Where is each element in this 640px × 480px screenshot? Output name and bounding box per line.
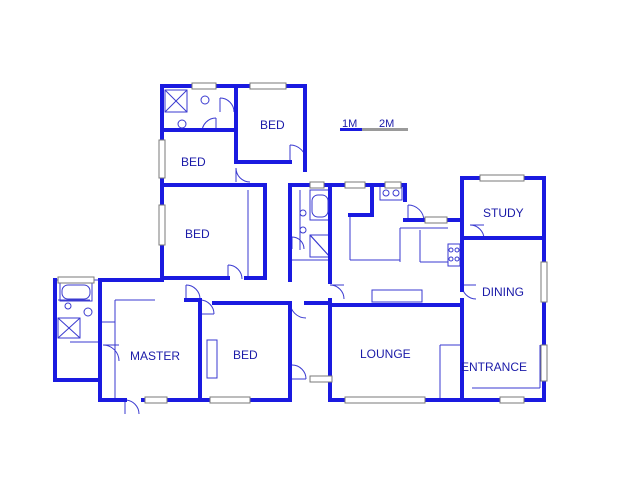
scale-label-1m: 1M [342, 118, 357, 130]
stove-icon [448, 256, 454, 262]
fixtures [61, 95, 460, 317]
sink-icon [392, 189, 400, 197]
basin-icon [299, 209, 307, 217]
room-label-dining: DINING [482, 285, 524, 299]
scale-segment-2 [362, 128, 408, 131]
room-label-bed-top: BED [260, 118, 285, 132]
room-labels: BED BED BED MASTER BED LOUNGE STUDY DINI… [130, 118, 527, 374]
bath-icon [61, 284, 91, 300]
scale-segment-1 [340, 128, 362, 131]
basin-icon [177, 119, 187, 129]
room-label-master: MASTER [130, 349, 180, 363]
room-label-bed-mid: BED [181, 155, 206, 169]
sink-icon [382, 189, 390, 197]
toilet-icon [200, 95, 210, 105]
stove-icon [454, 247, 460, 253]
room-label-lounge: LOUNGE [360, 347, 411, 361]
basin-icon [299, 226, 307, 234]
scale-label-2m: 2M [379, 118, 394, 130]
toilet-icon [83, 307, 93, 317]
room-label-bed-left: BED [185, 227, 210, 241]
stove-icon [454, 256, 460, 262]
interior-details [55, 89, 541, 400]
room-label-entrance: ENTRANCE [461, 360, 527, 374]
basin-icon [64, 302, 72, 310]
windows [57, 82, 548, 404]
scale-bar: 1M 2M [340, 118, 408, 131]
room-label-bed-bottom: BED [233, 348, 258, 362]
room-label-study: STUDY [483, 206, 524, 220]
stove-icon [448, 247, 454, 253]
bath-icon [311, 194, 329, 218]
